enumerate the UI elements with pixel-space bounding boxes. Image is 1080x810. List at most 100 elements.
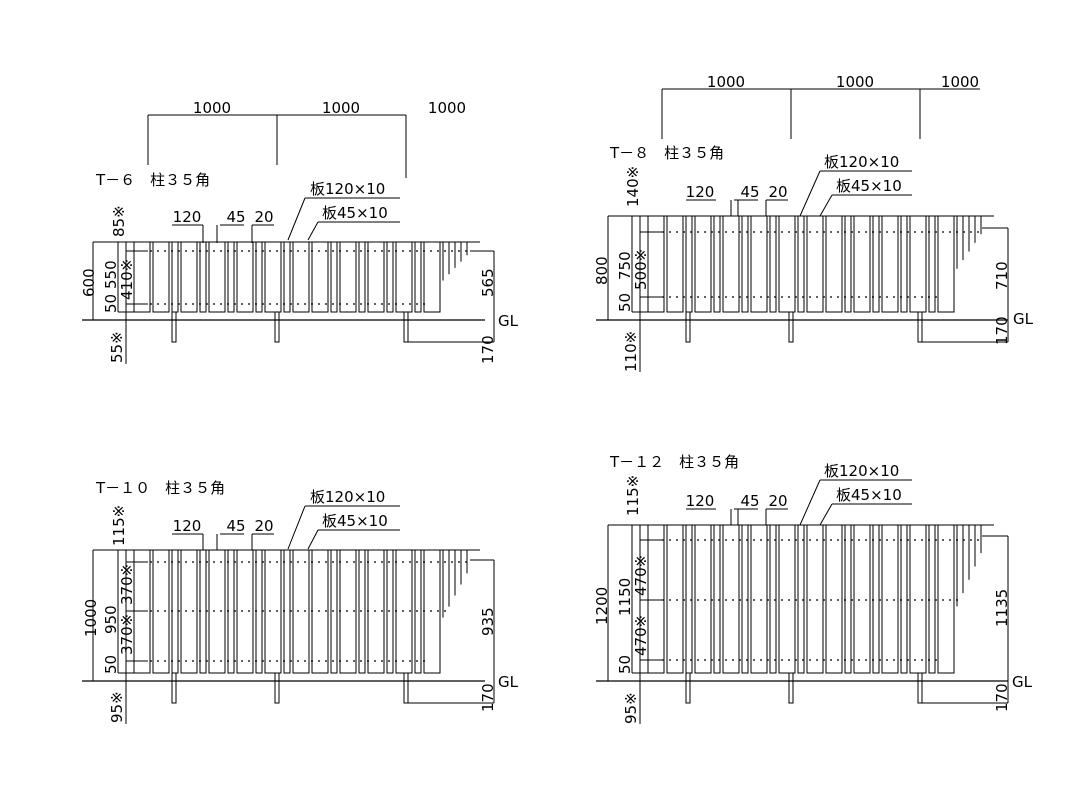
panel-t10: T－１０ 柱３５角 板120×10 板45×10 120 45 20 [82,479,519,724]
board-wide [806,524,824,674]
right-height-label: 565 [479,268,497,297]
board-label: 板120×10 [824,462,899,480]
board-wide [750,524,768,674]
mark-label: 95※ [622,692,640,724]
board-wide [853,524,871,674]
board-narrow [844,524,852,674]
board-wide [180,549,198,674]
post-foot [171,672,177,704]
board-narrow [358,241,366,313]
board-narrow [227,241,235,313]
board-wide [152,549,170,674]
width-label: 120 [686,183,715,201]
board-wide [236,549,254,674]
panel-title: T－１０ 柱３５角 [95,479,225,497]
board-narrow [283,241,291,313]
post-foot [274,311,280,343]
width-label: 45 [226,208,245,226]
panel-title: T－８ 柱３５角 [609,144,724,162]
width-label: 45 [226,517,245,535]
board-wide [133,241,151,313]
board-wide [208,549,226,674]
span-label: 1000 [941,73,979,91]
width-label: 20 [768,183,787,201]
board-wide [264,241,282,313]
board-narrow [741,524,749,674]
board-callouts: 板120×10 板45×10 [287,488,400,550]
post-foot [685,672,691,704]
width-label: 20 [254,208,273,226]
post-foot [917,672,923,704]
embed-label: 170 [479,683,497,712]
height-label: 600 [80,268,98,297]
panel-t8: 1000 1000 1000 T－８ 柱３５角 板120×10 板45×10 1… [593,73,1034,372]
embed-label: 170 [993,683,1011,712]
height-label: 50 [102,294,120,313]
board-wide [937,524,955,674]
board-wide [937,215,955,313]
board-narrow [386,241,394,313]
right-height-label: 1135 [993,589,1011,627]
embed-label: 170 [479,335,497,364]
board-wide [722,524,740,674]
panel-t6: 1000 1000 1000 T－６ 柱３５角 板120×10 板45×10 1… [80,99,519,364]
right-height-label: 710 [993,261,1011,290]
mark-label: 470※ [632,555,650,596]
span-dimension: 1000 1000 1000 [147,99,466,178]
board-wide [367,241,385,313]
panel-t12: T－１２ 柱３５角 板120×10 板45×10 120 45 20 [593,453,1033,724]
board-narrow [199,241,207,313]
rails [150,250,470,305]
mark-label: 410※ [118,259,136,300]
board-wide [264,549,282,674]
mark-label: 55※ [108,331,126,363]
post-foot [788,311,794,343]
height-label: 50 [102,655,120,674]
board-wide [292,549,310,674]
post-foot [403,672,409,704]
board-label: 板120×10 [310,180,385,198]
post-foot [788,672,794,704]
width-dimensions: 120 45 20 [172,517,274,550]
board-wide [825,215,843,313]
span-label: 1000 [836,73,874,91]
board-label: 板45×10 [836,486,902,504]
mark-label: 140※ [624,166,642,207]
width-label: 20 [768,492,787,510]
height-label: 1150 [616,578,634,616]
board-wide [311,241,329,313]
board-wide [909,524,927,674]
board-label: 板120×10 [824,153,899,171]
width-dimensions: 120 45 20 [172,208,274,243]
span-label: 1000 [428,99,466,117]
left-dimensions: 1000 950 50 115※ 370※ 370※ 95※ [82,505,480,724]
height-label: 950 [102,605,120,634]
mark-label: 370※ [118,564,136,605]
board-wide [208,241,226,313]
right-height-label: 935 [479,607,497,636]
panel-title: T－６ 柱３５角 [95,171,210,189]
board-label: 板45×10 [322,512,388,530]
left-dimensions: 600 550 50 85※ 410※ 55※ [80,205,480,364]
ground-label: GL [1013,310,1034,328]
board-narrow [797,524,805,674]
right-dimensions: 565 170 GL [406,250,519,364]
height-label: 1000 [82,599,100,637]
board-wide [423,241,441,313]
post-foot [403,311,409,343]
post-foot [171,311,177,343]
height-label: 750 [616,251,634,280]
ground-label: GL [498,673,519,691]
left-dimensions: 800 750 50 140※ 500※ 110※ [593,166,994,372]
board-narrow [900,524,908,674]
height-label: 50 [616,655,634,674]
board-narrow [330,241,338,313]
width-dimensions: 120 45 20 [686,183,788,216]
board-callouts: 板120×10 板45×10 [287,180,400,241]
mark-label: 370※ [118,614,136,655]
height-label: 50 [616,293,634,312]
board-narrow [872,524,880,674]
height-label: 800 [593,256,611,285]
